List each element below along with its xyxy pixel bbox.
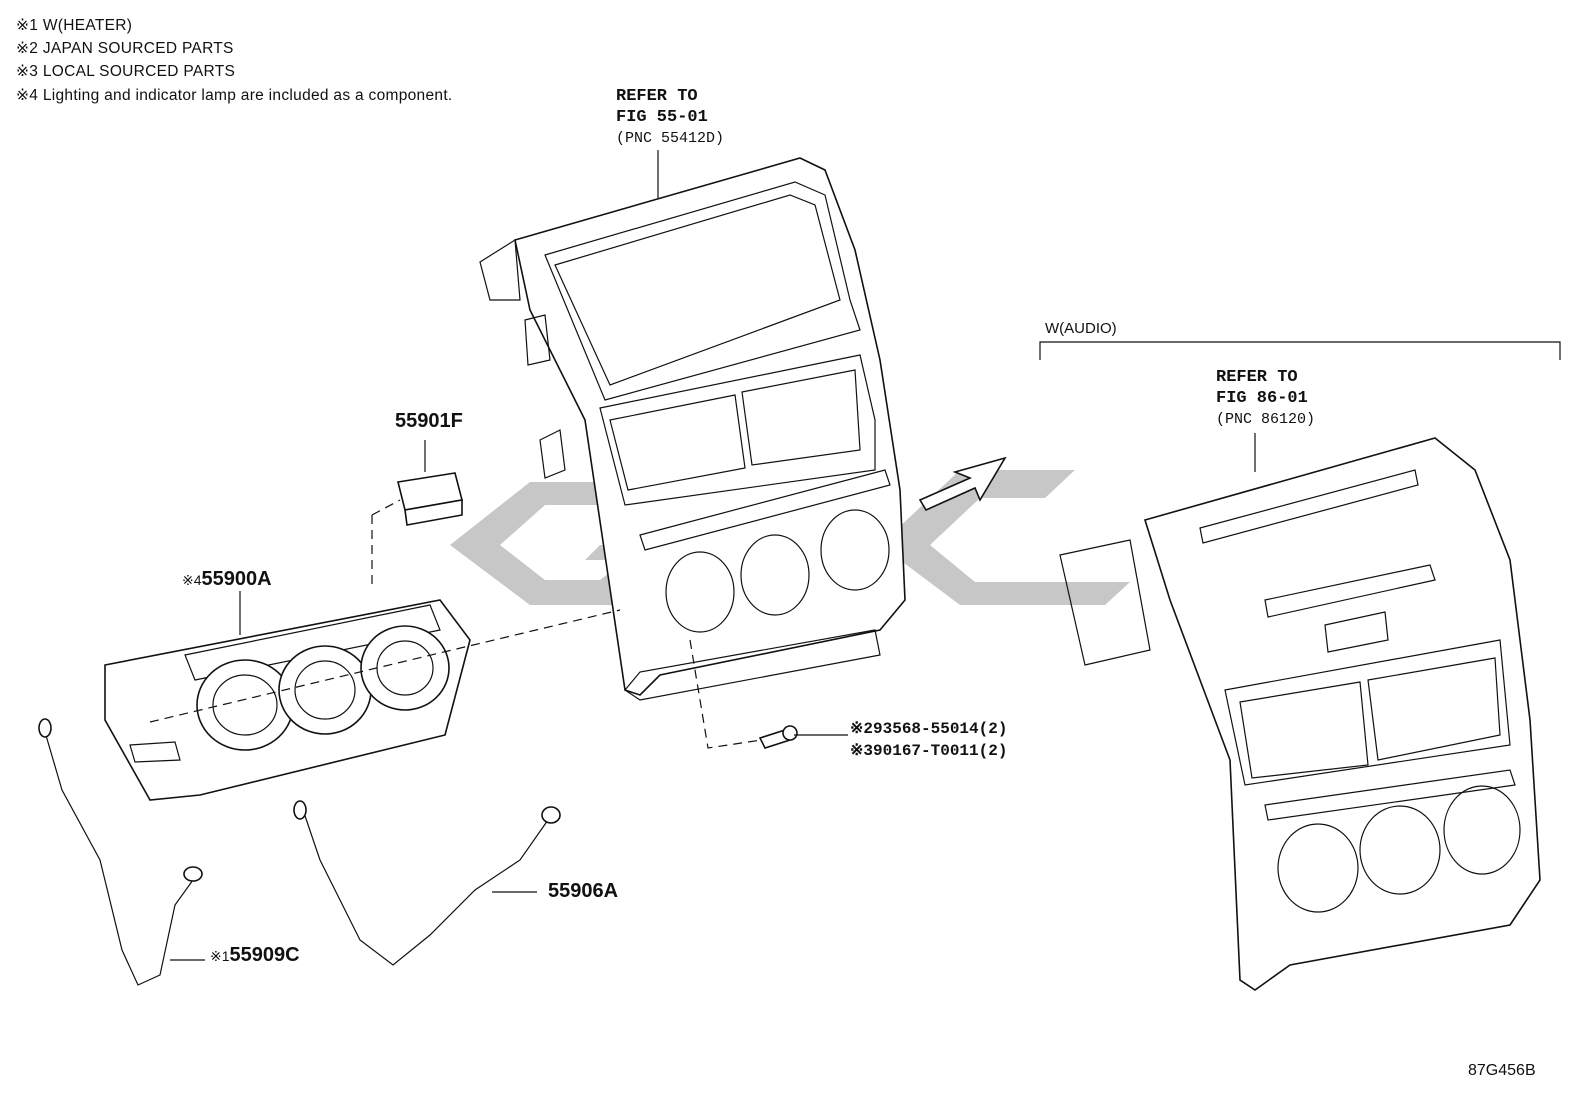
refer-center-line2: FIG 55-01 (616, 108, 708, 127)
part-55900A: 55900A (201, 568, 272, 590)
part-55900A-label[interactable]: ※455900A (182, 568, 272, 591)
part-55906A[interactable]: 55906A (548, 880, 619, 902)
screw-part-1[interactable]: ※293568-55014(2) (850, 720, 1008, 738)
screw-part-2[interactable]: ※390167-T0011(2) (850, 742, 1008, 760)
assembly-arrow (918, 456, 1007, 512)
note-4: ※4 Lighting and indicator lamp are inclu… (16, 87, 453, 104)
heater-control-55900A (104, 599, 471, 801)
refer-audio-line1: REFER TO (1216, 368, 1298, 387)
refer-center-line3: (PNC 55412D) (616, 130, 725, 147)
note-3: ※3 LOCAL SOURCED PARTS (16, 63, 236, 80)
refer-audio-line3: (PNC 86120) (1216, 411, 1316, 428)
part-55901F[interactable]: 55901F (395, 410, 463, 432)
refer-audio-label: REFER TO FIG 86-01 (PNC 86120) (1216, 367, 1315, 430)
center-cluster-panel (479, 157, 906, 701)
part-55909C: 55909C (229, 944, 300, 966)
refer-audio-line2: FIG 86-01 (1216, 389, 1308, 408)
figure-id: 87G456B (1468, 1062, 1536, 1079)
cable-55906A (293, 800, 561, 966)
screw-labels: ※293568-55014(2) ※390167-T0011(2) (850, 718, 1007, 762)
refer-center-line1: REFER TO (616, 87, 698, 106)
audio-header: W(AUDIO) (1045, 320, 1117, 337)
part-55900A-mark: ※4 (182, 572, 202, 588)
note-1: ※1 W(HEATER) (16, 17, 133, 34)
part-55909C-mark: ※1 (210, 948, 230, 964)
part-55909C-label[interactable]: ※155909C (210, 944, 300, 967)
screw (758, 725, 798, 749)
note-2: ※2 JAPAN SOURCED PARTS (16, 40, 234, 57)
refer-center-label: REFER TO FIG 55-01 (PNC 55412D) (616, 86, 724, 149)
audio-bracket (1039, 341, 1561, 360)
switch-55901F (397, 472, 463, 526)
audio-unit (1059, 437, 1541, 991)
cable-55909C (38, 718, 203, 986)
